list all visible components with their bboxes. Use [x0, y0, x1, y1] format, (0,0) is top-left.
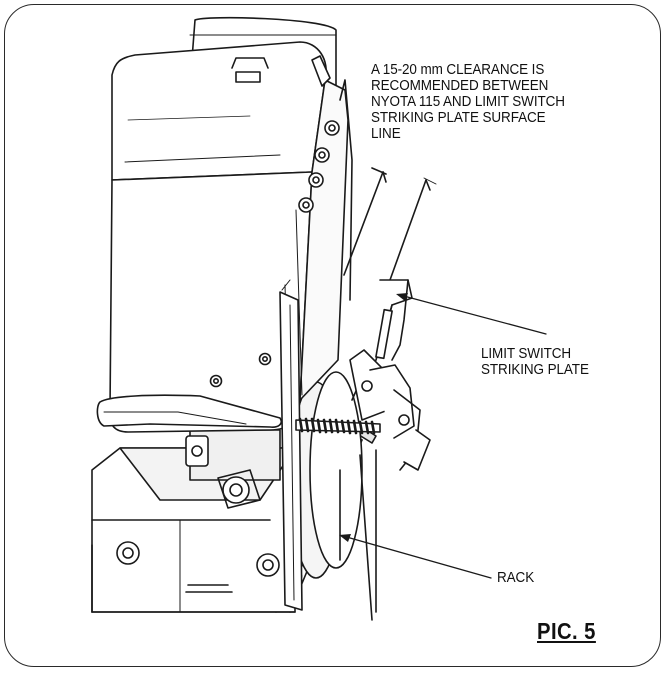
threaded-bolt	[295, 417, 381, 435]
leader-lines	[339, 293, 547, 579]
clearance-line-2: RECOMMENDED BETWEEN	[371, 78, 549, 94]
clearance-line-4: STRIKING PLATE SURFACE	[371, 110, 546, 126]
clearance-callout: A 15-20 mm CLEARANCE IS RECOMMENDED BETW…	[371, 62, 565, 142]
limit-switch-callout: LIMIT SWITCH STRIKING PLATE	[481, 346, 589, 378]
release-lever	[96, 394, 283, 428]
clearance-line-3: NYOTA 115 AND LIMIT SWITCH	[371, 94, 565, 110]
limit-switch-line-1: LIMIT SWITCH	[481, 346, 572, 362]
clearance-line-1: A 15-20 mm CLEARANCE IS	[371, 62, 545, 78]
figure-frame	[4, 4, 661, 667]
motor-cover	[108, 16, 353, 611]
clearance-line-5: LINE	[371, 126, 401, 142]
rack-label: RACK	[497, 570, 535, 586]
limit-switch-striking-plate	[349, 279, 431, 471]
limit-switch-line-2: STRIKING PLATE	[481, 362, 589, 378]
clearance-indicator	[343, 167, 437, 281]
figure-label: PIC. 5	[537, 618, 596, 644]
release-mechanism	[185, 429, 281, 509]
rack-callout: RACK	[497, 570, 534, 586]
